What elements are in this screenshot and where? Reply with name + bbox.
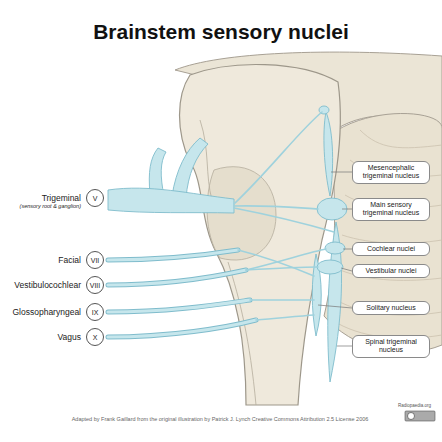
nerve-fibres <box>234 206 318 209</box>
nerve-name: Glossopharyngeal <box>12 303 81 321</box>
vagus-nerve <box>108 320 256 337</box>
cerebellar-folia <box>332 130 442 338</box>
nerve-name: Trigeminal(sensory root & ganglion) <box>20 189 81 210</box>
cranial-nerve-marker: Trigeminal(sensory root & ganglion) V <box>0 189 104 210</box>
leader-line <box>318 305 352 308</box>
nerve-name: Vagus <box>58 328 81 346</box>
mesencephalic-nucleus <box>324 112 333 196</box>
nucleus-label-box: Solitary nucleus <box>352 301 430 316</box>
pons <box>207 167 276 260</box>
watermark: Radiopaedia.org <box>398 403 431 408</box>
cranial-nerve-marker: Vestibulocochlear VIII <box>0 276 104 294</box>
vestibular-nucleus <box>317 260 343 274</box>
roman-numeral: IX <box>92 309 99 316</box>
leader-line <box>341 268 352 271</box>
nerve-note: (sensory root & ganglion) <box>20 203 81 210</box>
leader-line <box>331 172 352 173</box>
nerve-name: Facial <box>58 251 81 269</box>
nucleus-name: Spinal trigeminal nucleus <box>356 338 426 355</box>
nucleus-name: Main sensory trigeminal nucleus <box>356 201 426 218</box>
nerve-name: Facial <box>58 251 81 269</box>
vestibulocochlear-nerve <box>108 270 246 285</box>
brainstem <box>180 65 341 405</box>
numeral-circle: VII <box>86 251 104 269</box>
cranial-nerve-marker: Vagus X <box>0 328 104 346</box>
facial-nerve <box>108 250 238 260</box>
nerve-fibres <box>250 299 314 301</box>
nerve-name: Vestibulocochlear <box>14 276 81 294</box>
nucleus-name: Solitary nucleus <box>356 304 426 313</box>
leader-line <box>337 346 352 347</box>
vagus-nerve <box>108 320 256 337</box>
nerve-fibres <box>234 208 334 232</box>
facial-nerve <box>108 250 238 260</box>
roman-numeral: X <box>93 334 98 341</box>
nucleus-label-box: Vestibular nuclei <box>352 264 430 279</box>
nerve-name: Vagus <box>58 328 81 346</box>
cranial-nerve-marker: Facial VII <box>0 251 104 269</box>
nerve-fibres <box>246 267 318 270</box>
trigeminal-branch <box>172 138 208 198</box>
roman-numeral: VII <box>91 257 100 264</box>
glossopharyngeal-nerve <box>108 300 250 312</box>
nerve-name: Vestibulocochlear <box>14 276 81 294</box>
nucleus-name: Vestibular nuclei <box>356 267 426 276</box>
glossopharyngeal-nerve <box>108 300 250 312</box>
nerve-fibres <box>246 249 326 270</box>
trigeminal-root <box>108 188 234 213</box>
diagram-title: Brainstem sensory nuclei <box>0 20 442 44</box>
nucleus-label-box: Main sensory trigeminal nucleus <box>352 198 430 221</box>
nucleus-label-box: Spinal trigeminal nucleus <box>352 335 430 358</box>
cranial-nerve-marker: Glossopharyngeal IX <box>0 303 104 321</box>
nucleus-label-box: Mesencephalic trigeminal nucleus <box>352 161 430 184</box>
nerve-fibres <box>256 315 314 320</box>
nucleus-name: Mesencephalic trigeminal nucleus <box>356 164 426 181</box>
anterior-outline <box>200 120 256 405</box>
leader-line <box>342 209 352 210</box>
credit-caption: Adapted by Frank Gaillard from the origi… <box>70 416 370 422</box>
numeral-circle: X <box>86 328 104 346</box>
cerebellum <box>324 113 442 352</box>
nucleus-name: Cochlear nuclei <box>356 245 426 254</box>
license-badge <box>405 411 435 421</box>
cochlear-nucleus <box>325 242 345 254</box>
roman-numeral: V <box>93 195 98 202</box>
nucleus-label-box: Cochlear nuclei <box>352 242 430 257</box>
numeral-circle: IX <box>86 303 104 321</box>
numeral-circle: V <box>86 189 104 207</box>
license-badge <box>408 413 415 420</box>
numeral-circle: VIII <box>86 276 104 294</box>
nerve-name: Glossopharyngeal <box>12 303 81 321</box>
leader-line <box>343 249 352 250</box>
vestibulocochlear-nerve <box>108 270 246 285</box>
roman-numeral: VIII <box>90 282 101 289</box>
nerve-fibres <box>234 112 322 204</box>
